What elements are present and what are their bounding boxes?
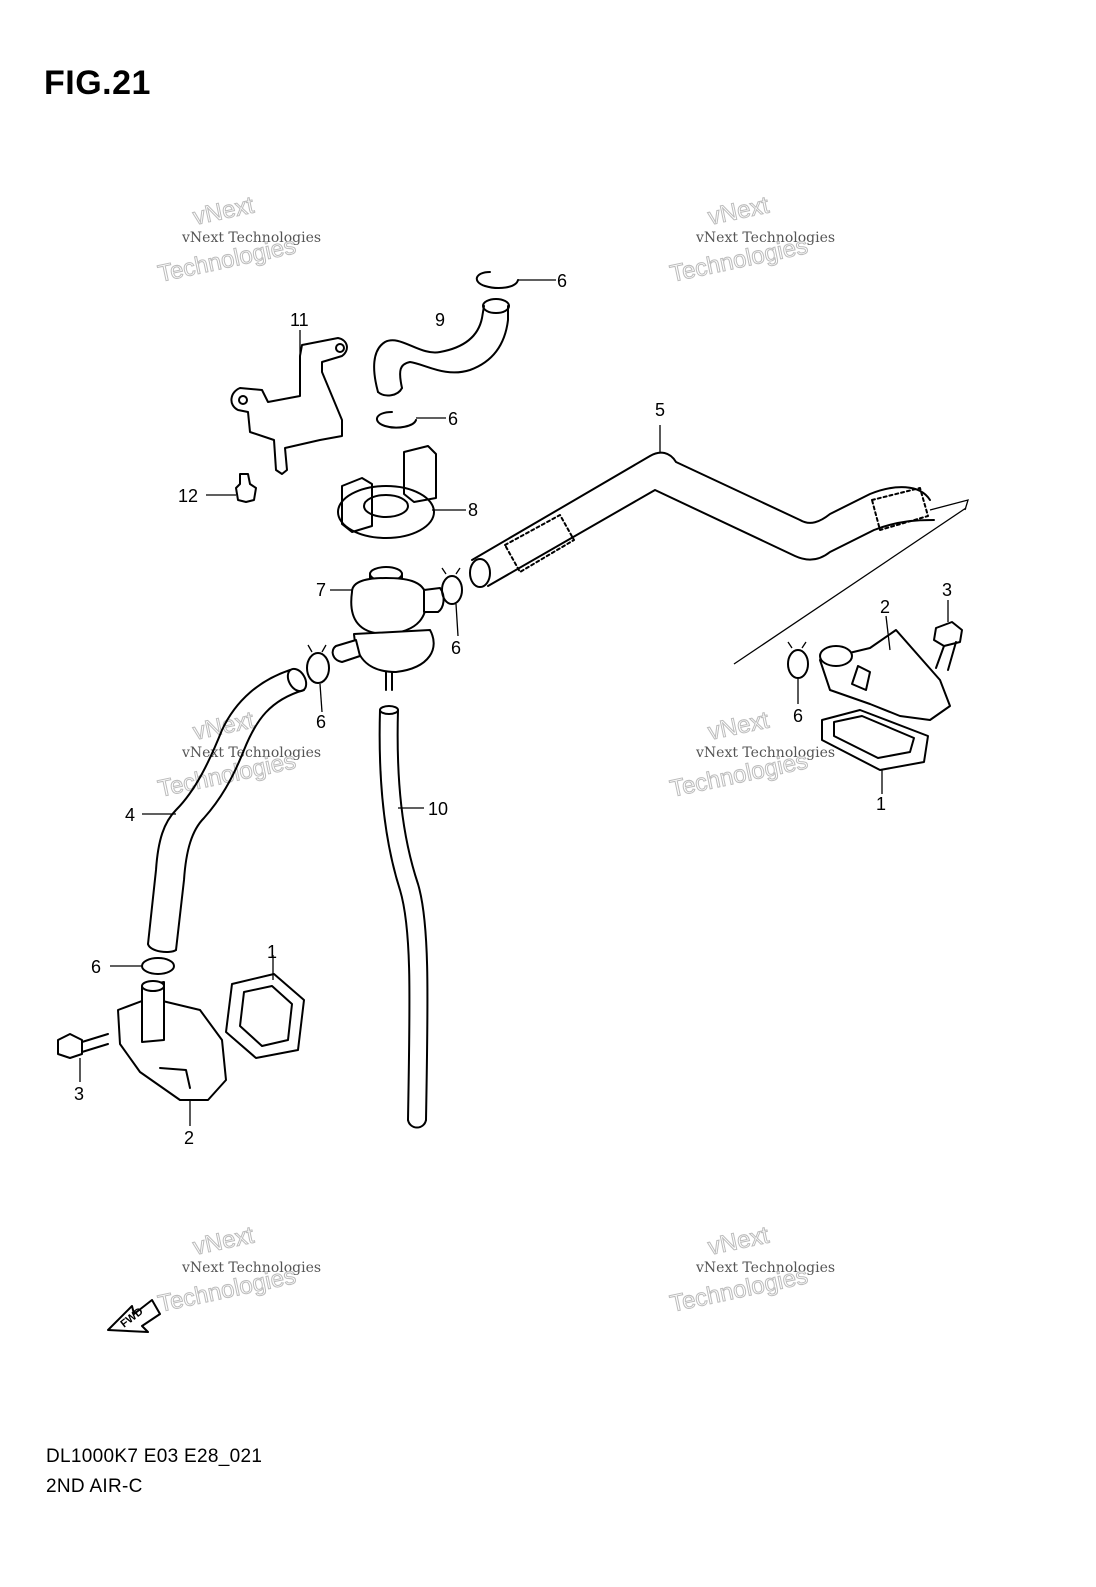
part-6-clamp-right	[787, 641, 809, 704]
callout-8: 8	[468, 500, 478, 520]
watermark-top-right: vNext vNext Technologies Technologies	[667, 191, 835, 288]
watermark-top-left: vNext vNext Technologies Technologies	[155, 191, 321, 288]
part-9-hose	[373, 298, 510, 397]
watermark-bottom-right: vNext vNext Technologies Technologies	[667, 1221, 835, 1318]
callout-6-left: 6	[316, 712, 326, 732]
part-4-hose	[142, 667, 308, 953]
part-3-bolt-left	[57, 1033, 109, 1082]
figure-title: FIG.21	[44, 64, 151, 102]
svg-text:vNext Technologies: vNext Technologies	[181, 745, 321, 761]
callout-6-top: 6	[557, 271, 567, 291]
callout-7: 7	[316, 580, 326, 600]
part-7-valve	[330, 566, 445, 691]
watermark-mid-left: vNext vNext Technologies Technologies	[155, 706, 321, 803]
svg-text:vNext Technologies: vNext Technologies	[695, 745, 835, 761]
callout-9: 9	[435, 310, 445, 330]
svg-text:vNext: vNext	[706, 192, 772, 231]
part-3-bolt-right	[933, 600, 963, 671]
callout-12: 12	[178, 486, 198, 506]
watermark-mid-right: vNext vNext Technologies Technologies	[667, 706, 835, 803]
part-6-clamp-bottom	[110, 957, 175, 975]
callout-10: 10	[428, 799, 448, 819]
callout-6-bottom: 6	[91, 957, 101, 977]
callout-5: 5	[655, 400, 665, 420]
callout-6-upper: 6	[448, 409, 458, 429]
right-perspective-lines	[733, 507, 967, 665]
svg-text:vNext: vNext	[191, 192, 257, 231]
fwd-arrow-icon: FWD	[107, 1299, 161, 1333]
svg-text:vNext: vNext	[706, 1222, 772, 1261]
callout-1-left: 1	[267, 942, 277, 962]
callout-3-left: 3	[74, 1084, 84, 1104]
svg-text:vNext: vNext	[706, 707, 772, 746]
part-6-clamp-top	[475, 271, 556, 289]
callout-11: 11	[290, 310, 309, 330]
part-1-gasket-left	[225, 955, 305, 1059]
callout-2-left: 2	[184, 1128, 194, 1148]
callout-2-right: 2	[880, 597, 890, 617]
part-6-clamp-left-upper	[306, 644, 330, 713]
footer-diagram-name: 2ND AIR-C	[46, 1476, 143, 1497]
part-8-mount	[337, 445, 466, 539]
svg-text:vNext Technologies: vNext Technologies	[181, 230, 321, 246]
watermark-bottom-left: vNext vNext Technologies Technologies	[155, 1221, 321, 1318]
callout-4: 4	[125, 805, 135, 825]
part-10-hose	[378, 705, 429, 1129]
svg-text:vNext Technologies: vNext Technologies	[695, 230, 835, 246]
callout-6-right: 6	[793, 706, 803, 726]
svg-text:vNext: vNext	[191, 1222, 257, 1261]
callout-6-valve: 6	[451, 638, 461, 658]
svg-text:vNext Technologies: vNext Technologies	[181, 1260, 321, 1276]
part-5-hose	[469, 425, 969, 588]
part-12-screw	[206, 473, 257, 503]
part-6-clamp-upper	[376, 411, 446, 429]
callout-3-right: 3	[942, 580, 952, 600]
part-2-reed-cover-right	[819, 615, 951, 721]
part-6-clamp-valve	[441, 567, 463, 637]
footer-model-code: DL1000K7 E03 E28_021	[46, 1446, 263, 1467]
part-2-reed-cover-left	[117, 980, 227, 1126]
callout-1-right: 1	[876, 794, 886, 814]
part-1-gasket-right	[821, 709, 929, 794]
svg-text:vNext Technologies: vNext Technologies	[695, 1260, 835, 1276]
part-11-bracket	[230, 330, 348, 475]
